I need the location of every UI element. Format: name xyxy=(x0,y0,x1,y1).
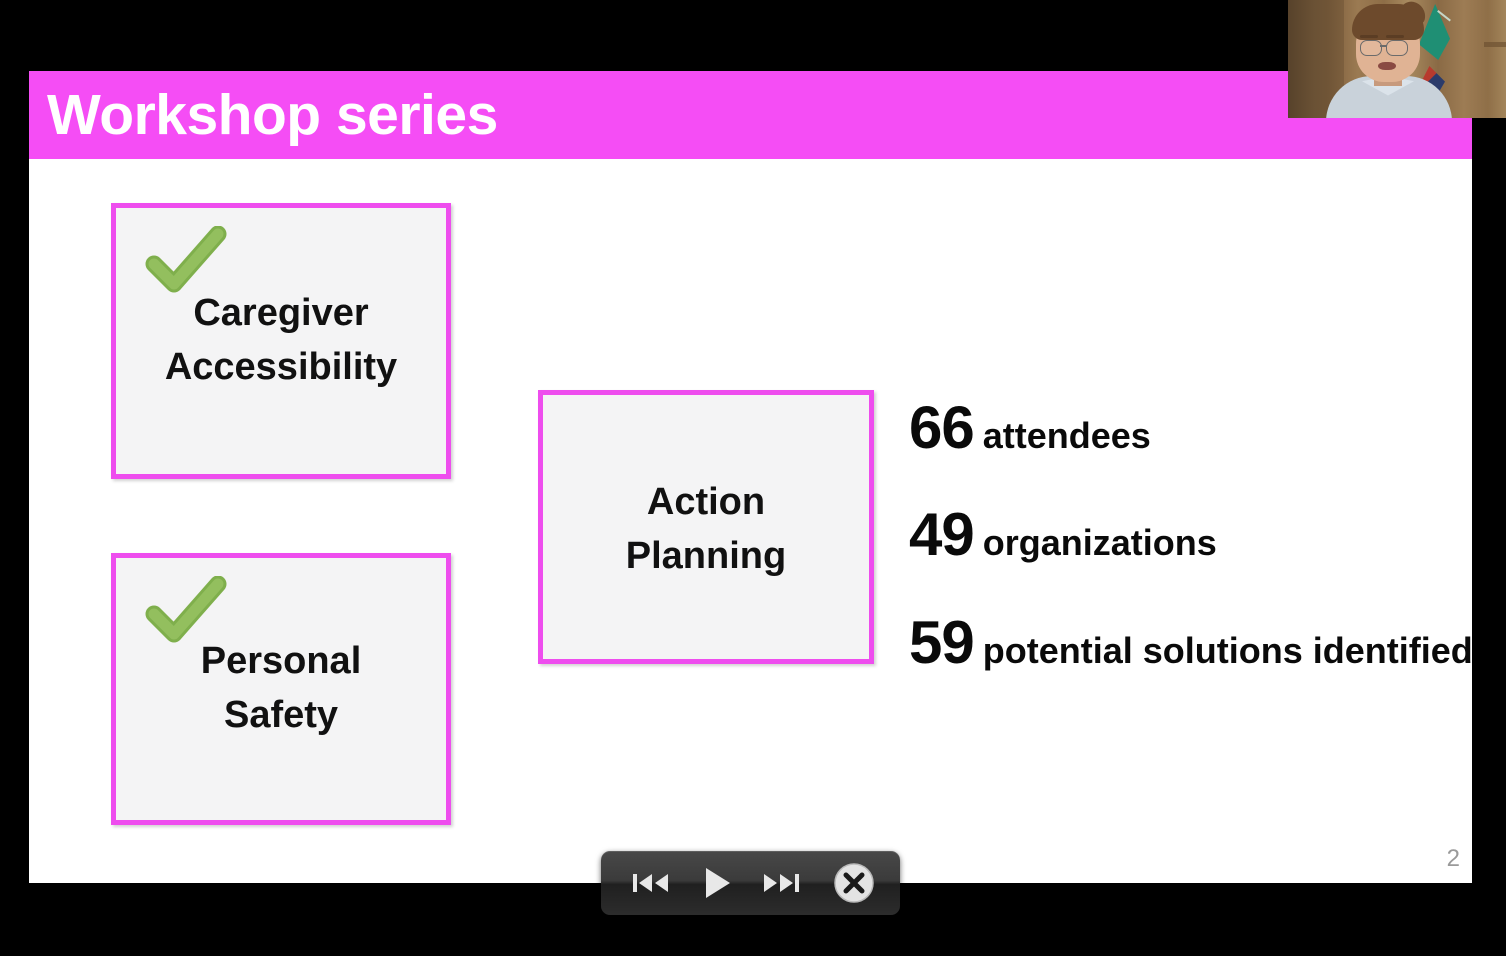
rewind-icon[interactable] xyxy=(623,867,679,899)
card-personal-safety-label: Personal Safety xyxy=(200,640,362,736)
presenter-eyebrow-left xyxy=(1360,35,1378,38)
presentation-slide: Workshop series Caregiver Accessibility … xyxy=(29,71,1472,883)
presenter-glasses-left-lens xyxy=(1360,40,1382,56)
presenter-mouth xyxy=(1378,62,1396,70)
card-caregiver-accessibility-label: Caregiver Accessibility xyxy=(164,292,398,388)
presenter-video-overlay[interactable] xyxy=(1288,0,1506,118)
play-icon[interactable] xyxy=(689,865,745,901)
page-title: Workshop series xyxy=(47,83,498,147)
stat-solutions-label: potential solutions identified xyxy=(982,630,1472,671)
fast-forward-icon[interactable] xyxy=(753,867,809,899)
slide-page-number: 2 xyxy=(1446,845,1460,872)
check-mark-icon xyxy=(144,226,228,298)
stat-solutions-value: 59 xyxy=(909,609,975,676)
card-action-planning: Action Planning xyxy=(538,390,874,664)
presenter-glasses-bridge xyxy=(1380,45,1387,47)
stat-organizations-value: 49 xyxy=(909,501,975,568)
presenter-eyebrow-right xyxy=(1386,35,1404,38)
shelf-edge xyxy=(1484,42,1506,47)
stat-attendees-value: 66 xyxy=(909,394,975,461)
card-caregiver-accessibility: Caregiver Accessibility xyxy=(111,203,451,479)
stat-organizations-label: organizations xyxy=(982,522,1217,563)
card-action-planning-label: Action Planning xyxy=(625,481,787,577)
stat-attendees-label: attendees xyxy=(982,415,1151,456)
close-circle-icon[interactable] xyxy=(830,859,878,907)
check-mark-icon xyxy=(144,576,228,648)
presenter-glasses-right-lens xyxy=(1386,40,1408,56)
card-personal-safety: Personal Safety xyxy=(111,553,451,825)
slide-title-bar: Workshop series xyxy=(29,71,1472,159)
media-control-bar xyxy=(601,851,900,915)
